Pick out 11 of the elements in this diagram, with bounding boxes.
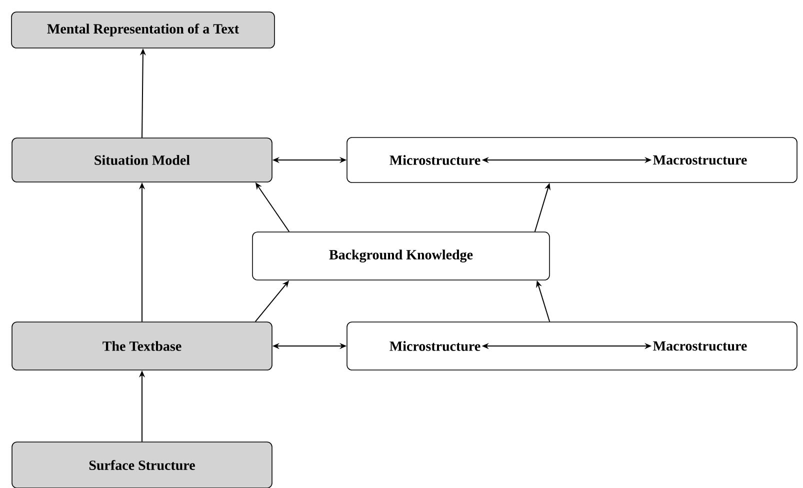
group-box — [346, 137, 798, 183]
node-text: Macrostructure — [653, 341, 747, 351]
process-box: The Textbase — [12, 322, 272, 370]
group-box — [346, 322, 798, 370]
node-text: Microstructure — [390, 155, 480, 165]
node-text: Microstructure — [390, 341, 480, 351]
process-box: Surface Structure — [12, 442, 272, 488]
process-box: Mental Representation of a Text — [11, 12, 275, 48]
node-text: Macrostructure — [653, 155, 747, 165]
process-box: Background Knowledge — [252, 232, 550, 280]
process-box: Situation Model — [12, 138, 272, 182]
